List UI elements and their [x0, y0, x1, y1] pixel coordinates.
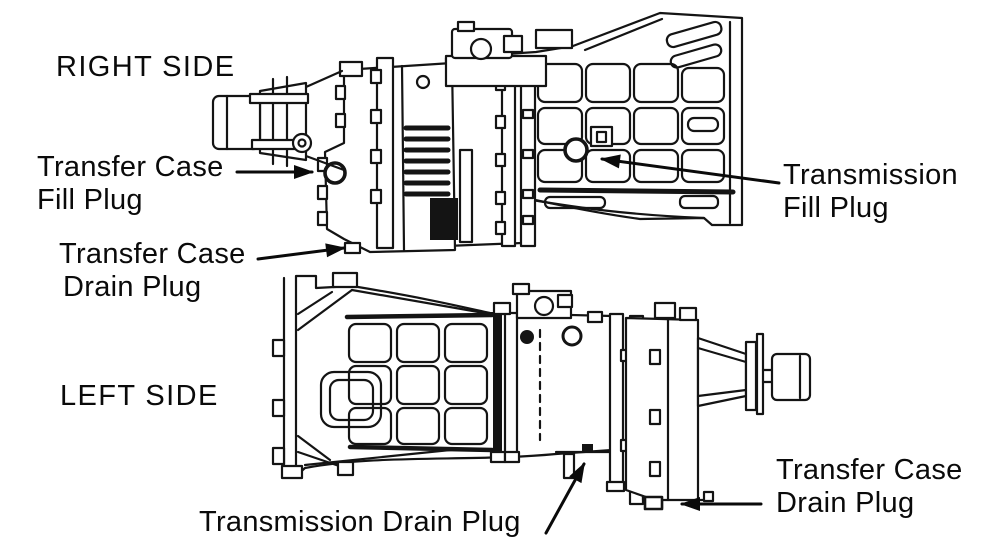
transfer-case-right — [316, 56, 457, 255]
right-side-view-label: RIGHT SIDE — [56, 51, 236, 83]
callout-line: Drain Plug — [776, 487, 915, 519]
transfer-case-drain-plug-arrow-right-view — [256, 243, 346, 261]
left-side-view-drawing — [271, 271, 812, 511]
callout-line: Transfer Case — [37, 151, 224, 183]
transmission-fill-plug-marker — [563, 137, 589, 163]
bellhousing-and-main-case-left — [271, 271, 614, 480]
transmission-fill-plug-callout: Transmission Fill Plug — [783, 159, 958, 225]
callout-line: Drain Plug — [63, 271, 202, 303]
transmission-drain-plug-arrow — [544, 462, 586, 535]
transfer-case-fill-plug-callout: Transfer Case Fill Plug — [37, 151, 224, 217]
transmission-drain-plug-callout: Transmission Drain Plug — [199, 506, 521, 538]
front-output-yoke — [211, 69, 346, 172]
transfer-case-left — [624, 301, 715, 511]
mid-case-left — [511, 282, 612, 480]
adapter-plate-left — [489, 301, 521, 464]
inspection-plate — [589, 125, 614, 148]
right-side-view-drawing — [211, 11, 744, 255]
callout-line: Fill Plug — [37, 184, 143, 216]
gear-linkage-detail — [403, 125, 474, 244]
callout-arrows — [235, 154, 781, 535]
callout-line: Transfer Case — [59, 238, 246, 270]
callout-line: Fill Plug — [783, 192, 889, 224]
transfer-case-drain-plug-marker-right — [343, 241, 362, 255]
rear-output-shaft — [696, 332, 812, 416]
transmission-fill-plug-arrow — [600, 154, 781, 185]
transfer-case-drain-plug-marker-left — [643, 495, 664, 511]
transmission-drain-plug-marker — [562, 452, 576, 480]
transfer-case-drain-plug-callout-left-view: Transfer Case Drain Plug — [776, 454, 963, 520]
callout-line: Transfer Case — [776, 454, 963, 486]
transfer-case-drain-plug-callout-right-view: Transfer Case Drain Plug — [59, 238, 246, 304]
callout-line: Transmission — [783, 159, 958, 191]
shift-tower — [444, 20, 574, 88]
adapter-plate-right — [494, 58, 537, 248]
left-side-view-label: LEFT SIDE — [60, 380, 219, 412]
